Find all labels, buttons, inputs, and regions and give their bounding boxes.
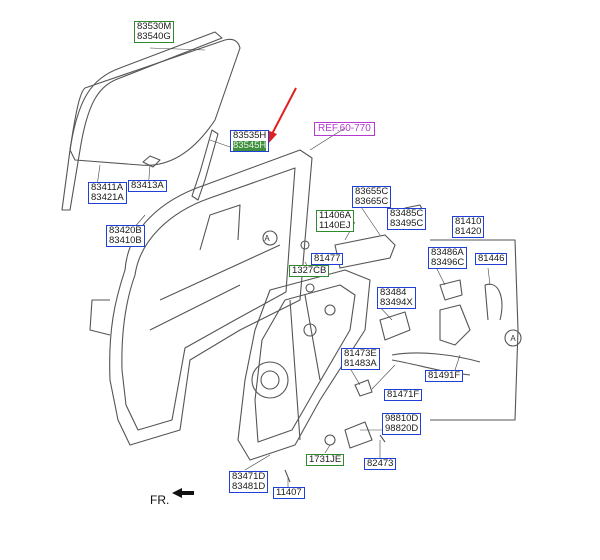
part-number: 11406A (319, 210, 352, 221)
part-number: 83655C (355, 186, 389, 197)
part-number: 83495C (390, 218, 424, 229)
part-number-callout[interactable]: 1731JE (306, 454, 345, 466)
part-number: 83535H (233, 130, 267, 141)
part-number: 1731JE (309, 454, 342, 465)
part-number-callout[interactable]: 83413A (128, 180, 167, 192)
reference-label[interactable]: REF.60-770 (314, 122, 375, 136)
part-number: 81491F (428, 370, 461, 381)
part-number: 83486A (431, 247, 464, 258)
window-glass (69, 38, 241, 166)
part-number: 83420B (109, 225, 142, 236)
part-number: 83484 (380, 287, 407, 298)
part-number: 83485C (390, 208, 424, 219)
part-number-callout[interactable]: 11407 (273, 487, 305, 499)
door-latch (439, 304, 471, 346)
part-number: 83530M (137, 21, 172, 32)
part-number: 83545H (233, 140, 267, 151)
part-number: 81477 (314, 253, 341, 264)
part-number-callout[interactable]: 81491F (425, 370, 464, 382)
part-number-callout[interactable]: 81471F (384, 389, 423, 401)
part-number: 81471F (387, 389, 420, 400)
part-number: 83540G (137, 31, 171, 42)
part-number: 83494X (380, 297, 413, 308)
part-number: 81446 (478, 253, 505, 264)
part-number: 83410B (109, 235, 142, 246)
front-direction-label: FR. (150, 493, 170, 507)
door-module-panel (237, 269, 371, 461)
part-number: 98820D (385, 423, 419, 434)
part-number: 83413A (131, 180, 164, 191)
part-number: 83411A (91, 182, 124, 193)
part-number-callout[interactable]: 81477 (311, 253, 344, 265)
part-number: 81473E (344, 348, 377, 359)
part-number: 83496C (431, 257, 465, 268)
part-number: 1327CB (292, 265, 327, 276)
part-number: 83481D (232, 481, 266, 492)
part-number-callout[interactable]: 81446 (475, 253, 508, 265)
part-number: 81410 (455, 216, 482, 227)
part-number: 81483A (344, 358, 377, 369)
part-number-callout[interactable]: 82473 (364, 458, 397, 470)
part-number: 98810D (385, 413, 419, 424)
part-number: 81420 (455, 226, 482, 237)
channel-strip (191, 129, 219, 201)
part-number: 82473 (367, 458, 394, 469)
part-number: 83471D (232, 471, 266, 482)
window-run-channel (61, 31, 223, 211)
part-number: 1140EJ (319, 220, 351, 231)
inside-handle (334, 234, 396, 269)
part-number-callout[interactable]: 1327CB (289, 265, 330, 277)
red-pointer-arrow (267, 87, 297, 144)
part-number: 11407 (276, 487, 302, 498)
front-direction-arrow (172, 488, 194, 498)
part-number: 83665C (355, 196, 389, 207)
door-shell (109, 149, 313, 446)
part-number: 83421A (91, 192, 124, 203)
